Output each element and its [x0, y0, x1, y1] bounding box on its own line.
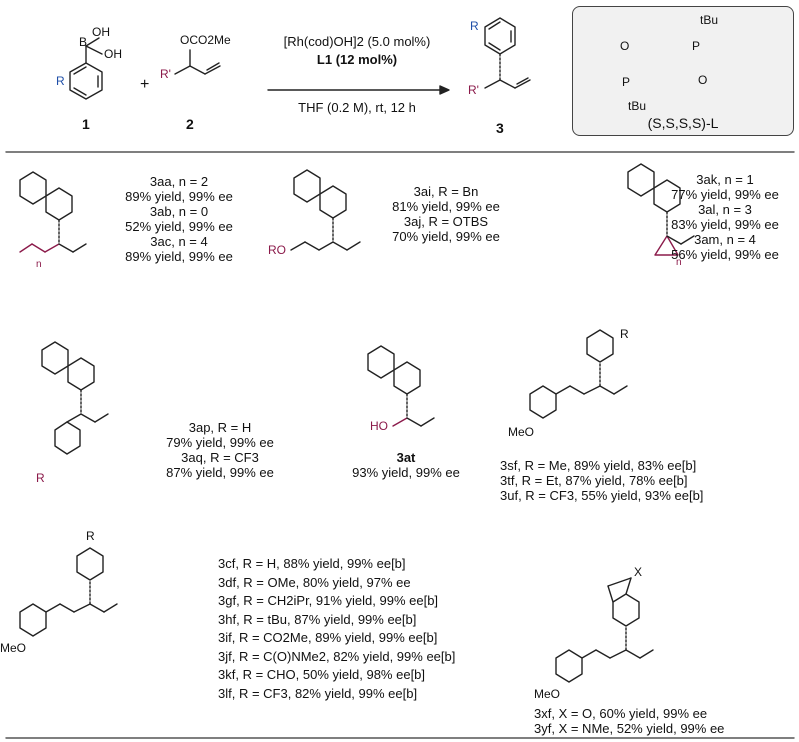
ligand-o-right: O — [698, 73, 708, 87]
structure-3xf — [555, 577, 654, 683]
structure-3ak — [627, 163, 695, 256]
plus-sign: + — [140, 76, 150, 93]
reactant-2-label: 2 — [186, 116, 194, 132]
ligand-p-right: P — [692, 39, 701, 53]
ligand-box — [572, 6, 794, 136]
structure-3aa — [19, 171, 87, 253]
label-meo-3sf: MeO — [508, 425, 535, 439]
product-label: 3 — [496, 120, 504, 136]
reactant-1-label: 1 — [82, 116, 90, 132]
atom-oh-top: OH — [92, 25, 110, 39]
entry-3sf-3uf: 3sf, R = Me, 89% yield, 83% ee[b]3tf, R … — [500, 458, 704, 503]
atom-oco2me: OCO2Me — [180, 33, 231, 47]
label-ho-3at: HO — [370, 419, 388, 433]
reactant-2-structure — [174, 49, 221, 75]
ligand-label: (S,S,S,S)-L — [647, 115, 719, 131]
structure-3ai — [290, 169, 361, 251]
condition-catalyst: [Rh(cod)OH]2 (5.0 mol%) — [283, 34, 431, 49]
structure-3ap — [41, 341, 109, 455]
structure-3sf — [529, 329, 628, 419]
ligand-o-left: O — [620, 39, 630, 53]
label-n-3ak: n — [676, 257, 682, 268]
atom-r-reactant: R — [56, 74, 65, 88]
structure-3at — [367, 345, 435, 427]
atom-rprime-product: R' — [468, 83, 479, 97]
entry-3cf-3lf: 3cf, R = H, 88% yield, 99% ee[b]3df, R =… — [218, 556, 456, 701]
condition-ligand: L1 (12 mol%) — [316, 52, 398, 67]
structure-3cf — [19, 547, 118, 637]
atom-r-product: R — [470, 19, 479, 33]
label-r-3ap: R — [36, 471, 45, 485]
label-meo-3xf: MeO — [534, 687, 561, 701]
product-3-structure — [484, 17, 531, 89]
atom-b: B — [79, 35, 88, 49]
atom-rprime: R' — [160, 67, 171, 81]
reactant-1-structure — [69, 37, 103, 100]
condition-solvent: THF (0.2 M), rt, 12 h — [298, 100, 416, 115]
label-ro-3ai: RO — [268, 243, 286, 257]
atom-oh-side: OH — [104, 47, 122, 61]
label-n-3aa: n — [36, 259, 42, 270]
ligand-tbu-bottom: tBu — [628, 99, 647, 113]
label-x-3xf: X — [634, 565, 643, 579]
ligand-tbu-top: tBu — [700, 13, 719, 27]
ligand-p-left: P — [622, 75, 631, 89]
label-r-3sf: R — [620, 327, 629, 341]
label-r-3cf: R — [86, 529, 95, 543]
label-meo-3cf: MeO — [0, 641, 27, 655]
